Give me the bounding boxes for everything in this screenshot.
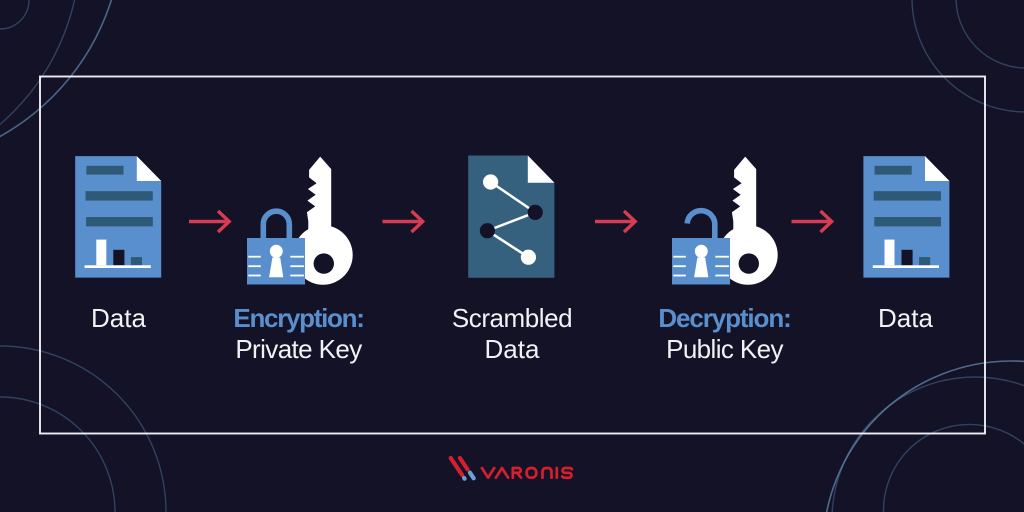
svg-text:Data: Data <box>878 303 933 333</box>
svg-text:Public Key: Public Key <box>666 334 783 364</box>
svg-text:Decryption:: Decryption: <box>658 303 790 333</box>
svg-text:Data: Data <box>485 334 540 364</box>
svg-text:Data: Data <box>91 303 146 333</box>
svg-text:Private Key: Private Key <box>235 334 362 364</box>
svg-text:Encryption:: Encryption: <box>233 303 363 333</box>
svg-text:Scrambled: Scrambled <box>452 303 572 333</box>
